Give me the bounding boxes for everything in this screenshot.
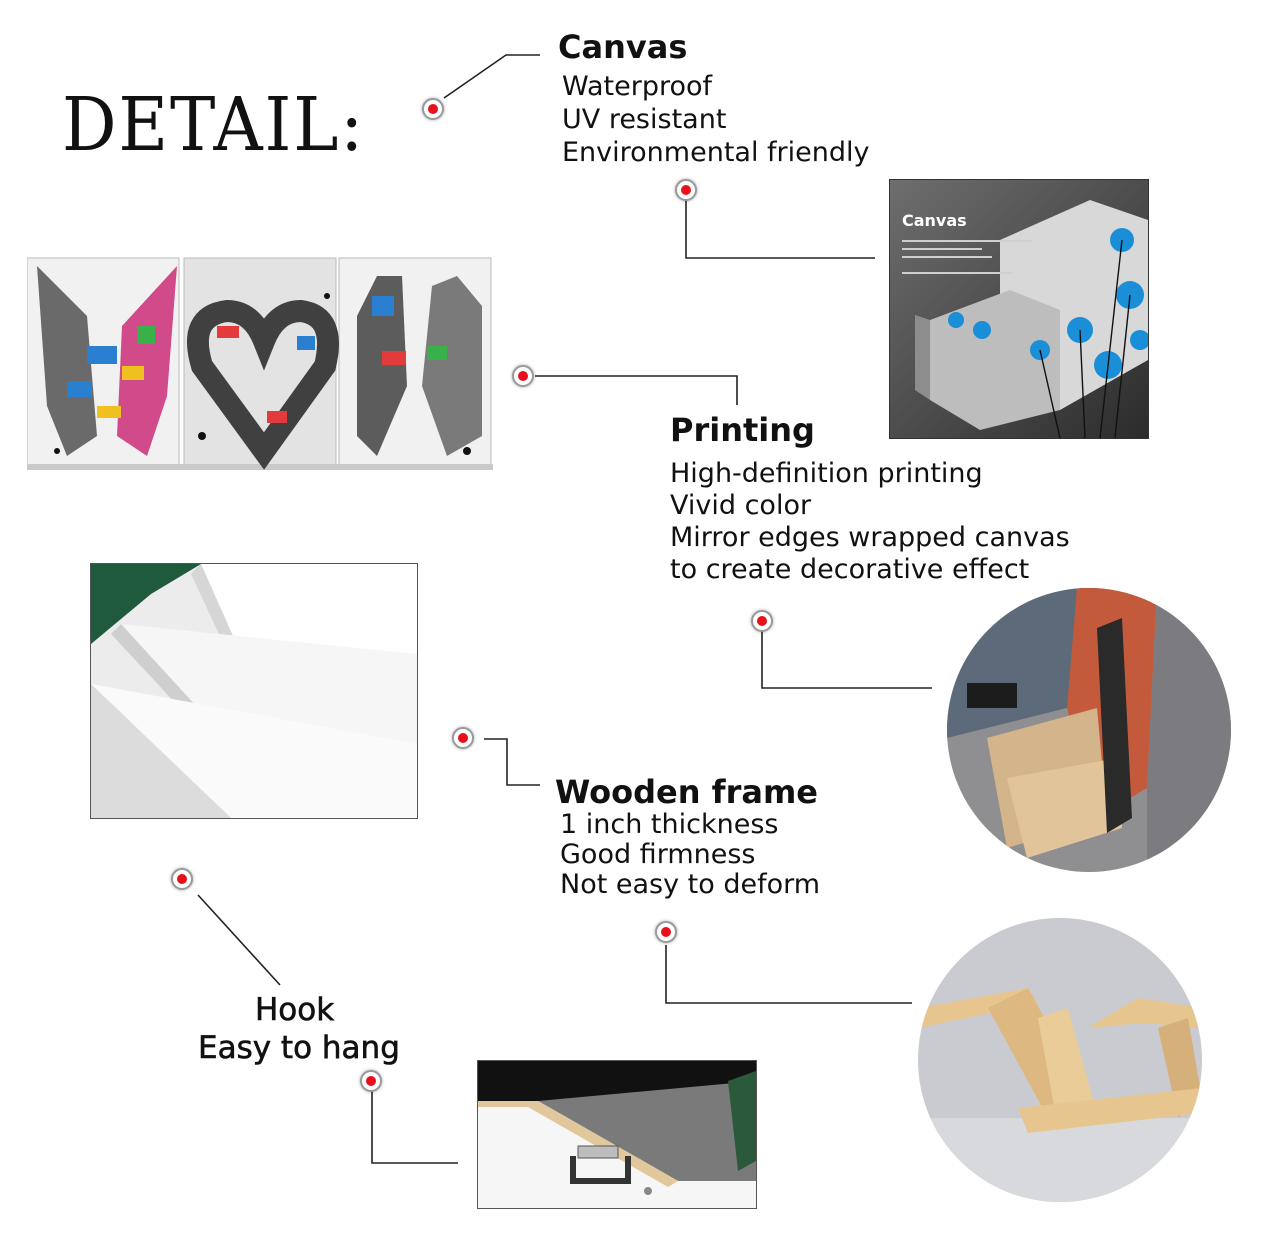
wooden-frame-features: 1 inch thickness Good firmness Not easy … [560,810,820,900]
canvas-title: Canvas [558,28,688,66]
marker-dot [655,921,677,943]
wooden-frame-photo [918,918,1202,1202]
feature-line: to create decorative effect [670,554,1030,585]
feature-line: Good firmness [560,839,756,870]
feature-line: Waterproof [562,71,713,102]
canvas-detail-photo: Canvas [889,179,1149,439]
marker-dot [452,727,474,749]
canvas-photo-caption: Canvas [902,211,967,230]
feature-line: Vivid color [670,490,812,521]
hook-title: Hook [255,992,335,1029]
feature-line: High-definition printing [670,458,983,489]
page-heading: DETAIL: [62,82,366,168]
feature-line: Not easy to deform [560,869,821,900]
marker-dot [512,365,534,387]
marker-dot [751,610,773,632]
canvas-features: Waterproof UV resistant Environmental fr… [562,70,869,169]
hook-photo [477,1060,757,1209]
marker-dot [422,98,444,120]
marker-dot [675,179,697,201]
marker-dot [171,868,193,890]
hook-subtitle: Easy to hang [198,1030,400,1067]
wooden-frame-title: Wooden frame [555,773,818,811]
feature-line: 1 inch thickness [560,809,779,840]
feature-line: UV resistant [562,104,727,135]
mirror-edge-photo [947,588,1231,872]
printing-title: Printing [670,411,815,449]
feature-line: Mirror edges wrapped canvas [670,522,1070,553]
stacked-canvas-photo [90,563,418,819]
feature-line: Environmental friendly [562,137,870,168]
printing-features: High-definition printing Vivid color Mir… [670,458,1070,586]
triptych-product-photo [26,256,493,470]
marker-dot [360,1070,382,1092]
